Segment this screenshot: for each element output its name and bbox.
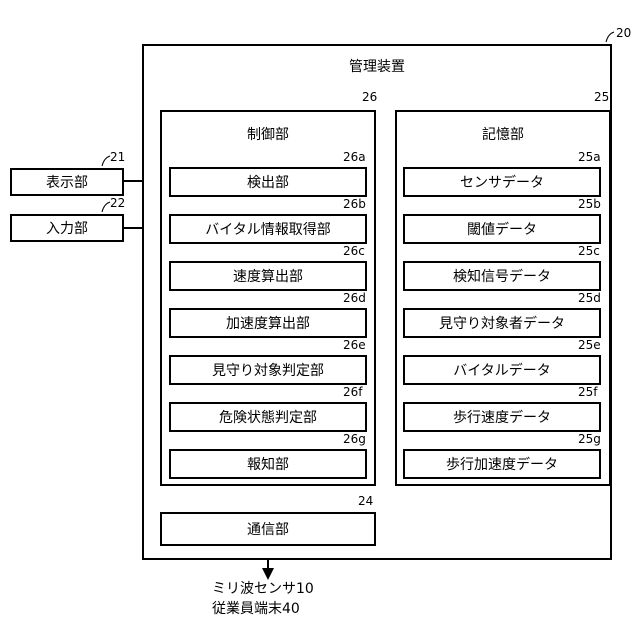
display-unit-label: 表示部	[46, 172, 88, 192]
ref-leader-22	[102, 202, 110, 212]
input-unit-ref: 22	[110, 196, 125, 210]
control-item-5: 危険状態判定部	[169, 402, 367, 432]
ref-leader-20	[606, 32, 614, 42]
comm-unit-box: 通信部	[160, 512, 376, 546]
external-device-2: 従業員端末40	[212, 598, 324, 618]
control-item-ref: 26e	[343, 338, 366, 352]
control-item-label: 見守り対象判定部	[212, 360, 324, 380]
management-device-ref: 20	[616, 26, 631, 40]
storage-item-label: 見守り対象者データ	[439, 313, 565, 333]
storage-item-label: 歩行速度データ	[453, 407, 551, 427]
control-unit-title: 制御部	[160, 124, 376, 144]
display-unit-box: 表示部	[10, 168, 124, 196]
storage-item-ref: 25c	[578, 244, 600, 258]
control-item-label: 報知部	[247, 454, 289, 474]
control-item-label: 速度算出部	[233, 266, 303, 286]
input-unit-box: 入力部	[10, 214, 124, 242]
storage-item-ref: 25e	[578, 338, 601, 352]
storage-item-ref: 25b	[578, 197, 601, 211]
storage-unit-title: 記憶部	[395, 124, 611, 144]
comm-unit-ref: 24	[358, 494, 373, 508]
control-item-ref: 26g	[343, 432, 366, 446]
control-item-ref: 26d	[343, 291, 366, 305]
external-device-1: ミリ波センサ10	[212, 578, 324, 598]
storage-item-1: 閾値データ	[403, 214, 601, 244]
storage-item-label: 検知信号データ	[453, 266, 551, 286]
control-item-ref: 26c	[343, 244, 365, 258]
control-item-4: 見守り対象判定部	[169, 355, 367, 385]
control-item-1: バイタル情報取得部	[169, 214, 367, 244]
control-item-ref: 26b	[343, 197, 366, 211]
control-item-0: 検出部	[169, 167, 367, 197]
control-item-label: 危険状態判定部	[219, 407, 317, 427]
storage-item-6: 歩行加速度データ	[403, 449, 601, 479]
control-item-6: 報知部	[169, 449, 367, 479]
management-device-title: 管理装置	[142, 56, 612, 76]
storage-item-label: 閾値データ	[467, 219, 537, 239]
storage-item-5: 歩行速度データ	[403, 402, 601, 432]
control-item-label: 加速度算出部	[226, 313, 310, 333]
ref-leader-21	[102, 156, 110, 166]
storage-item-label: 歩行加速度データ	[446, 454, 558, 474]
storage-unit-ref: 25	[594, 90, 609, 104]
control-item-ref: 26f	[343, 385, 363, 399]
comm-unit-label: 通信部	[247, 519, 289, 539]
storage-item-ref: 25f	[578, 385, 598, 399]
control-item-2: 速度算出部	[169, 261, 367, 291]
control-item-ref: 26a	[343, 150, 366, 164]
storage-item-0: センサデータ	[403, 167, 601, 197]
storage-item-ref: 25g	[578, 432, 601, 446]
storage-item-2: 検知信号データ	[403, 261, 601, 291]
storage-item-ref: 25a	[578, 150, 601, 164]
control-item-3: 加速度算出部	[169, 308, 367, 338]
storage-item-4: バイタルデータ	[403, 355, 601, 385]
control-item-label: 検出部	[247, 172, 289, 192]
storage-item-label: センサデータ	[460, 172, 544, 192]
control-item-label: バイタル情報取得部	[205, 219, 330, 239]
control-unit-ref: 26	[362, 90, 377, 104]
input-unit-label: 入力部	[46, 218, 88, 238]
display-unit-ref: 21	[110, 150, 125, 164]
storage-item-label: バイタルデータ	[453, 360, 550, 380]
storage-item-3: 見守り対象者データ	[403, 308, 601, 338]
storage-item-ref: 25d	[578, 291, 601, 305]
